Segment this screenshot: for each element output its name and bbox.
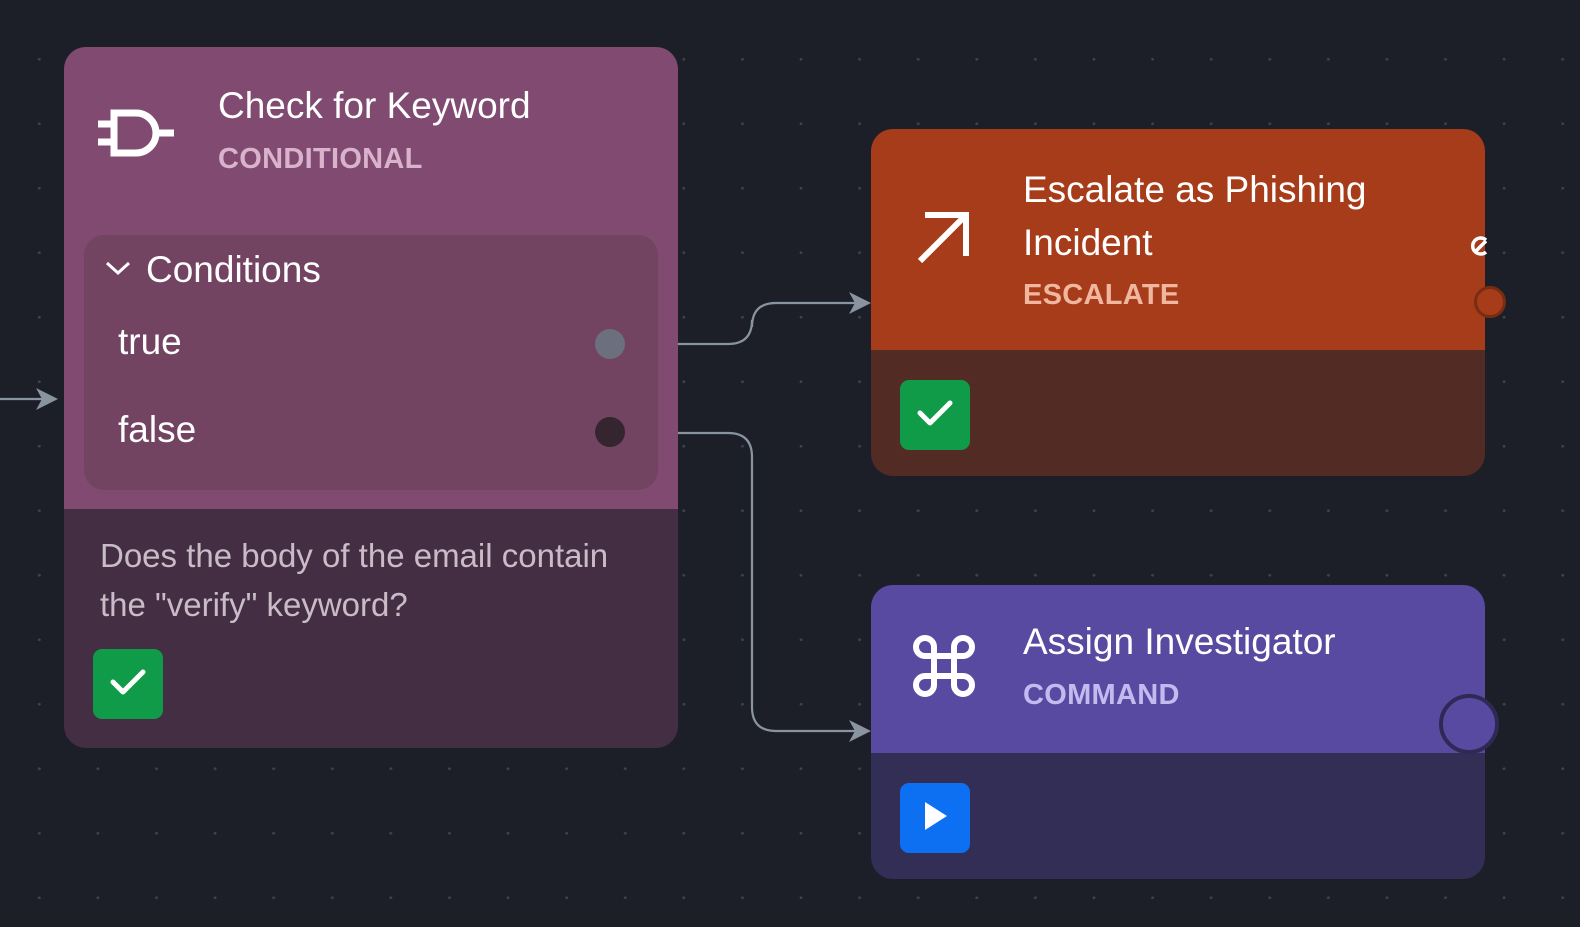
escalate-node-body xyxy=(871,350,1485,476)
logic-gate-icon xyxy=(96,105,176,161)
command-node[interactable]: Assign Investigator COMMAND xyxy=(871,585,1499,879)
output-handle[interactable] xyxy=(1439,694,1499,754)
node-type-label: CONDITIONAL xyxy=(218,143,423,175)
chevron-down-icon xyxy=(104,258,132,283)
conditional-node[interactable]: Check for Keyword CONDITIONAL Conditions… xyxy=(64,47,678,748)
edge-true-arrowhead xyxy=(849,292,871,314)
branch-true-label: true xyxy=(118,321,182,362)
arrow-up-right-icon xyxy=(915,207,973,267)
edge-false-arrowhead xyxy=(849,720,871,742)
node-title: Assign Investigator xyxy=(1023,621,1336,662)
checkmark-icon xyxy=(916,398,954,433)
run-button[interactable] xyxy=(900,783,970,853)
conditions-panel: Conditions true false xyxy=(84,235,658,490)
play-icon xyxy=(920,800,950,837)
node-title: Escalate as Phishing Incident xyxy=(1023,169,1367,263)
conditions-toggle[interactable]: Conditions xyxy=(104,249,321,291)
escalate-node[interactable]: Escalate as Phishing Incident ESCALATE xyxy=(871,129,1506,476)
command-node-body xyxy=(871,753,1485,879)
conditions-label: Conditions xyxy=(146,249,321,290)
command-node-header[interactable]: Assign Investigator COMMAND xyxy=(871,585,1485,753)
conditional-node-body: Does the body of the email contain the "… xyxy=(64,509,678,748)
node-type-label: COMMAND xyxy=(1023,679,1180,711)
output-handle[interactable] xyxy=(1474,286,1506,318)
checkmark-icon xyxy=(109,667,147,702)
command-key-icon xyxy=(911,633,977,699)
conditional-node-header[interactable]: Check for Keyword CONDITIONAL Conditions… xyxy=(64,47,678,509)
branch-false-label: false xyxy=(118,409,197,450)
true-output-handle[interactable] xyxy=(595,329,625,359)
status-success-button[interactable] xyxy=(900,380,970,450)
node-title: Check for Keyword xyxy=(218,85,531,126)
node-type-label: ESCALATE xyxy=(1023,279,1180,311)
status-success-button[interactable] xyxy=(93,649,163,719)
incoming-edge-arrowhead xyxy=(36,388,58,410)
escalate-node-header[interactable]: Escalate as Phishing Incident ESCALATE xyxy=(871,129,1506,350)
node-description: Does the body of the email contain the "… xyxy=(100,537,609,623)
link-icon[interactable] xyxy=(1469,233,1491,259)
false-output-handle[interactable] xyxy=(595,417,625,447)
